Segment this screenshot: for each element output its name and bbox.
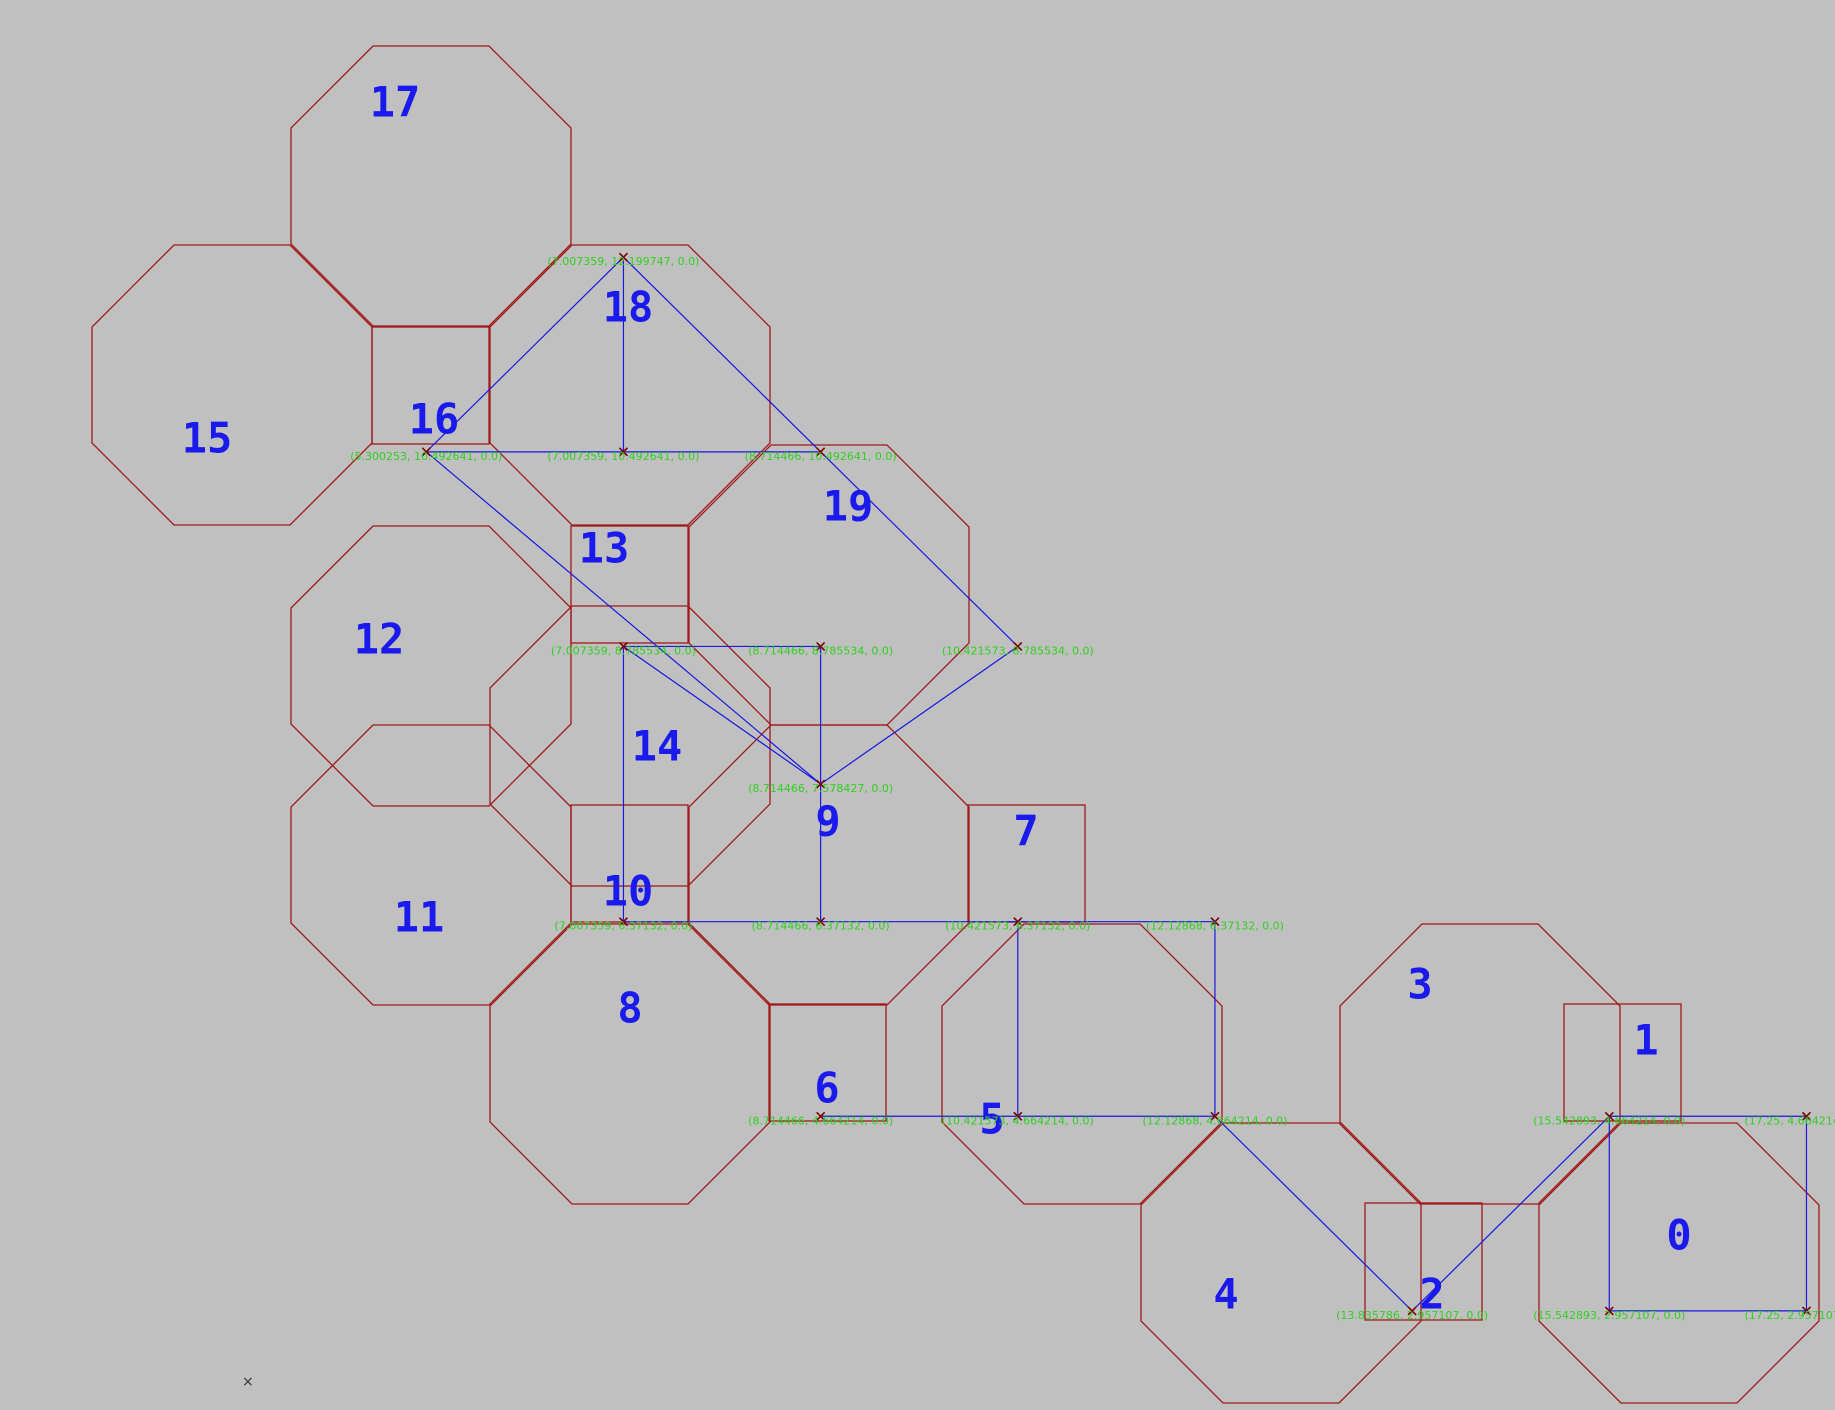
cell-5-number: 5 [979,1095,1004,1144]
node-15-marker [421,447,431,457]
node-8-marker [816,1111,826,1121]
node-9-marker [1013,917,1023,927]
cell-14-outline [489,605,771,887]
edge-n15-n14 [425,451,822,785]
node-19-coord-label: (10.421573, 8.785534, 0.0) [942,644,1094,657]
cell-0-outline [1538,1122,1820,1404]
edges-layer [425,256,1808,1312]
nodes-layer [421,252,1812,1316]
cell-17-outline [290,45,572,327]
cell-2-outline [1364,1202,1483,1321]
node-5-marker [1210,1111,1220,1121]
cell-5-outline [941,923,1223,1205]
node-13-marker [816,641,826,652]
cell-10-number: 10 [603,867,654,916]
cell-9-number: 9 [815,797,840,846]
node-17-coord-label: (7.007359, 12.199747, 0.0) [547,255,699,268]
cell-16-number: 16 [409,395,460,444]
node-18-coord-label: (8.714466, 10.492641, 0.0) [745,450,897,463]
cell-14-number: 14 [632,722,683,771]
node-3-marker [1604,1111,1614,1121]
cell-15-outline [91,244,373,526]
node-12-coord-label: (7.007359, 8.785534, 0.0) [551,644,696,657]
node-14-marker [816,779,826,789]
node-0-marker [1801,1306,1812,1316]
node-4-marker [1407,1306,1417,1316]
edge-n12-n14 [623,645,821,785]
cell-12-outline [290,525,572,807]
cell-1-outline [1563,1003,1682,1122]
node-3-coord-label: (15.542893, 4.664214, 0.0) [1533,1114,1685,1127]
node-10-marker [816,917,826,927]
node-11-coord-label: (7.007359, 6.37132, 0.0) [554,920,692,933]
node-14-coord-label: (8.714466, 7.578427, 0.0) [748,782,893,795]
node-16-marker [618,447,629,457]
cell-17-number: 17 [370,78,421,127]
cell-11-number: 11 [394,893,445,942]
node-1-coord-label: (17.25, 4.664214, 0.0) [1744,1114,1835,1127]
cell-4-outline [1140,1122,1422,1404]
cell-19-number: 19 [823,482,874,531]
cell-12-number: 12 [354,615,405,664]
node-18-marker [816,447,826,457]
node-17-marker [618,252,629,262]
node-7-marker [1210,917,1220,927]
cell-4-number: 4 [1213,1270,1238,1319]
corner-mark: × [242,1374,254,1390]
node-19-marker [1013,641,1023,652]
edge-n17-n15 [425,256,624,453]
cell-15-number: 15 [182,414,233,463]
node-11-marker [618,917,629,927]
edge-n4-n3 [1411,1115,1610,1312]
node-9-coord-label: (10.421573, 6.37132, 0.0) [945,920,1090,933]
node-13-coord-label: (8.714466, 8.785534, 0.0) [748,644,893,657]
edge-n5-n4 [1214,1115,1413,1312]
cell-6-number: 6 [814,1064,839,1113]
cell-1-number: 1 [1633,1016,1658,1065]
node-2-coord-label: (15.542893, 2.957107, 0.0) [1533,1309,1685,1322]
cell-6-outline [768,1003,887,1122]
cell-3-number: 3 [1407,960,1432,1009]
node-12-marker [618,641,629,652]
cell-11-outline [290,724,572,1006]
node-10-coord-label: (8.714466, 6.37132, 0.0) [752,920,890,933]
cell-0-number: 0 [1666,1211,1691,1260]
cell-19-outline [688,444,970,726]
node-0-coord-label: (17.25, 2.957107, 0.0) [1744,1309,1835,1322]
cell-7-number: 7 [1013,807,1038,856]
cell-13-number: 13 [579,524,630,573]
cells-layer [91,45,1820,1404]
node-8-coord-label: (8.714466, 4.664214, 0.0) [748,1114,893,1127]
cell-9-outline [688,724,970,1006]
node-6-marker [1013,1111,1023,1121]
node-16-coord-label: (7.007359, 10.492641, 0.0) [547,450,699,463]
cell-8-number: 8 [617,984,642,1033]
node-7-coord-label: (12.12868, 6.37132, 0.0) [1146,920,1284,933]
node-1-marker [1801,1111,1812,1121]
node-5-coord-label: (12.12868, 4.664214, 0.0) [1142,1114,1287,1127]
cell-3-outline [1339,923,1621,1205]
node-4-coord-label: (13.835786, 2.957107, 0.0) [1336,1309,1488,1322]
cell-18-number: 18 [603,283,654,332]
cell-16-outline [371,326,490,445]
cell-13-outline [570,525,689,644]
cell-18-outline [489,244,771,526]
node-6-coord-label: (10.421573, 4.664214, 0.0) [942,1114,1094,1127]
cell-2-number: 2 [1419,1270,1444,1319]
edge-n19-n14 [820,645,1019,785]
node-15-coord-label: (5.300253, 10.492641, 0.0) [350,450,502,463]
node-2-marker [1604,1306,1614,1316]
cell-8-outline [489,923,771,1205]
